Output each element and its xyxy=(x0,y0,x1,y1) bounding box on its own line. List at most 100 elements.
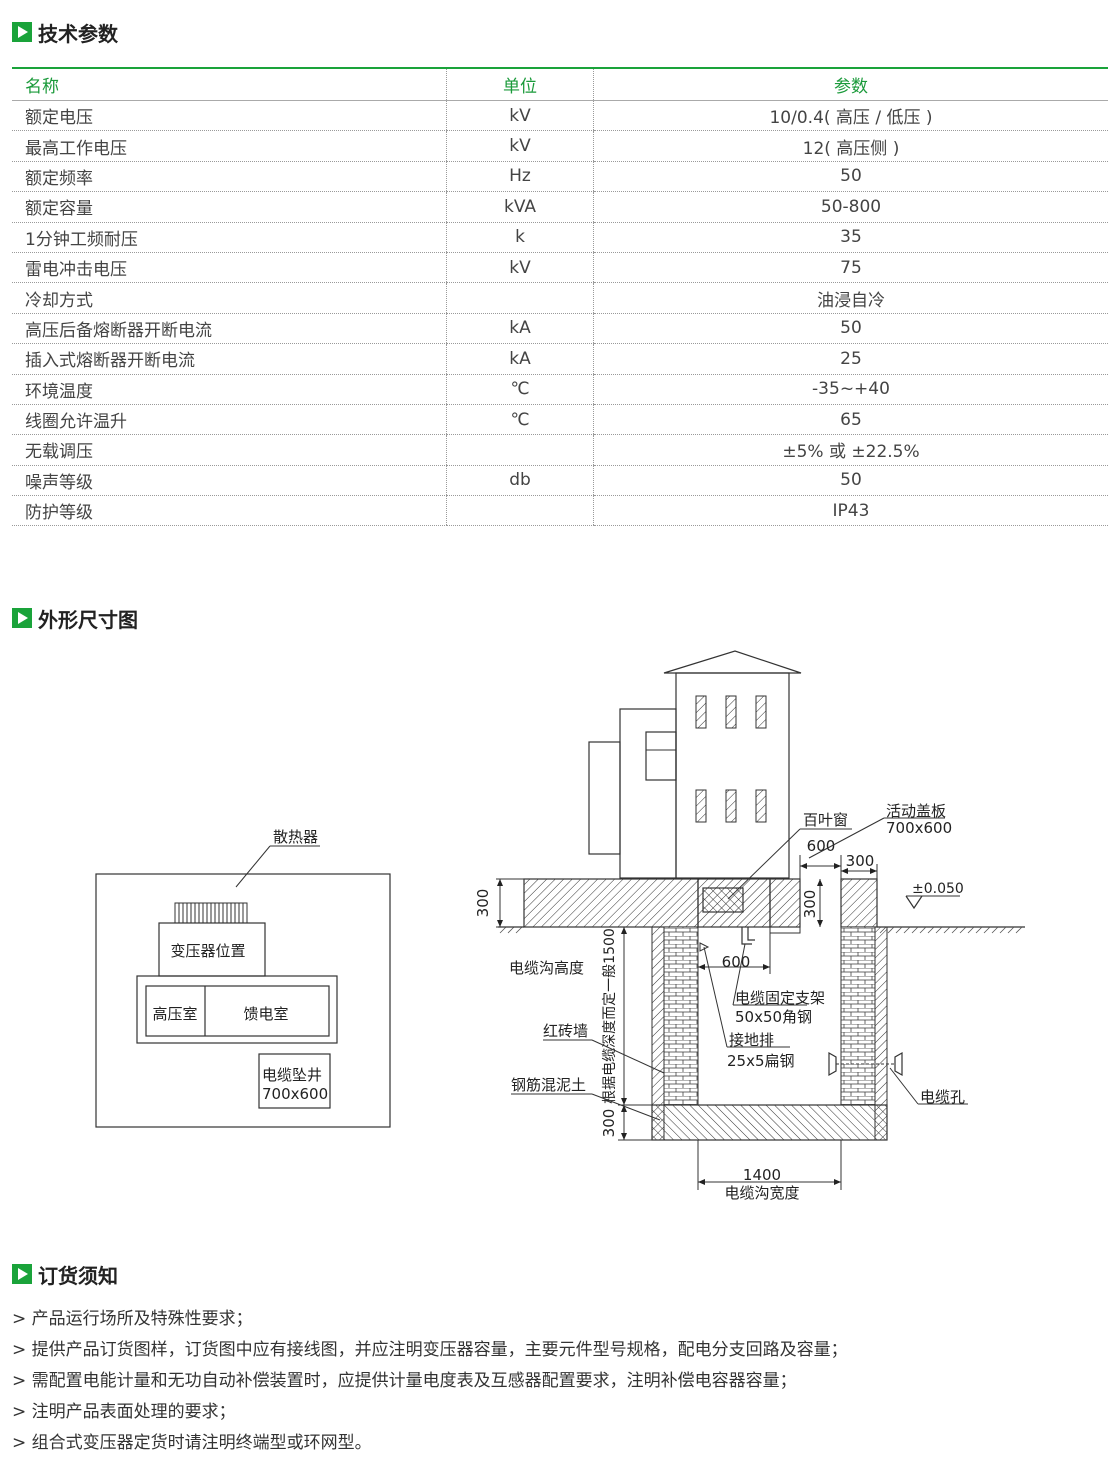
param-value-cell: 35 xyxy=(593,222,1108,253)
param-unit-cell xyxy=(446,282,594,314)
trench-width-label: 电缆沟宽度 xyxy=(724,1184,799,1200)
trench-height-label: 电缆沟高度 xyxy=(509,959,584,977)
bracket-label: 电缆固定支架 xyxy=(735,989,825,1007)
transformer-position-label: 变压器位置 xyxy=(170,942,245,960)
param-unit-cell: kV xyxy=(446,100,594,132)
param-name-cell: 冷却方式 xyxy=(12,282,447,314)
param-unit-cell: kV xyxy=(446,130,594,162)
hv-room-label: 高压室 xyxy=(152,1005,197,1023)
vent-louvers xyxy=(695,695,767,823)
param-value-cell: 油浸自冷 xyxy=(593,282,1108,314)
param-unit-cell: Hz xyxy=(446,161,594,193)
ground-bar-label: 接地排 xyxy=(729,1031,774,1049)
param-unit-cell: db xyxy=(446,465,594,497)
concrete-label: 钢筋混泥土 xyxy=(511,1076,586,1094)
param-value-cell: 50-800 xyxy=(593,191,1108,223)
param-unit-cell: kA xyxy=(446,313,594,345)
switchgear-inner xyxy=(145,985,330,1037)
param-value-cell: 50 xyxy=(593,161,1108,193)
play-arrow-icon xyxy=(12,608,32,628)
param-value-cell: 50 xyxy=(593,465,1108,497)
cable-hole-label: 电缆孔 xyxy=(920,1088,965,1106)
dim-300-mid: 300 xyxy=(801,890,819,919)
order-notes-list: > 产品运行场所及特殊性要求； > 提供产品订货图样，订货图中应有接线图，并应注… xyxy=(12,1304,848,1459)
play-arrow-icon xyxy=(12,1264,32,1284)
param-name-cell: 额定电压 xyxy=(12,100,447,132)
radiator-fins xyxy=(174,902,248,924)
param-name-cell: 无载调压 xyxy=(12,434,447,466)
param-name-cell: 插入式熔断器开断电流 xyxy=(12,343,447,375)
param-unit-cell: k xyxy=(446,222,594,253)
play-arrow-icon xyxy=(12,22,32,42)
radiator-label: 散热器 xyxy=(273,828,318,846)
param-name-cell: 环境温度 xyxy=(12,374,447,405)
param-name-cell: 最高工作电压 xyxy=(12,130,447,162)
section-title-order: 订货须知 xyxy=(12,1261,118,1288)
cable-pit-label: 电缆坠井 xyxy=(262,1066,322,1084)
bracket-spec: 50x50角钢 xyxy=(735,1008,812,1026)
table-row: 环境温度℃-35~+40 xyxy=(12,374,1108,405)
brick-wall-left xyxy=(663,926,699,1106)
dim-600-mid: 600 xyxy=(722,953,751,971)
list-item: > 需配置电能计量和无功自动补偿装置时，应提供计量电度表及互感器配置要求，注明补… xyxy=(12,1371,797,1391)
param-value-cell: 12( 高压侧 ) xyxy=(593,130,1108,162)
concrete-base xyxy=(651,1104,888,1141)
list-item: > 注明产品表面处理的要求； xyxy=(12,1402,236,1422)
dim-600-top: 600 xyxy=(807,837,836,855)
table-row: 防护等级 IP43 xyxy=(12,495,1108,527)
list-item: > 组合式变压器定货时请注明终端型或环网型。 xyxy=(12,1433,372,1453)
section-title-specs: 技术参数 xyxy=(12,19,118,46)
dim-300-top: 300 xyxy=(846,852,875,870)
dim-300-left: 300 xyxy=(474,889,492,918)
section-title-text: 技术参数 xyxy=(38,21,118,46)
param-name-cell: 噪声等级 xyxy=(12,465,447,497)
param-name-cell: 雷电冲击电压 xyxy=(12,252,447,284)
column-header-value: 参数 xyxy=(593,67,1108,101)
param-value-cell: ±5% 或 ±22.5% xyxy=(593,434,1108,466)
param-value-cell: IP43 xyxy=(593,495,1108,527)
section-view: ±0.050 600 300 300 百叶窗 活动盖板 700x600 300 … xyxy=(474,650,1025,1200)
param-value-cell: 50 xyxy=(593,313,1108,345)
cable-pit-size: 700x600 xyxy=(262,1085,328,1103)
section-title-text: 外形尺寸图 xyxy=(38,607,138,632)
ground-bar-spec: 25x5扁钢 xyxy=(727,1052,795,1070)
plan-outline xyxy=(95,873,391,1128)
param-unit-cell: ℃ xyxy=(446,374,594,405)
section-title-dims: 外形尺寸图 xyxy=(12,605,138,632)
cover-size: 700x600 xyxy=(886,819,952,837)
param-name-cell: 线圈允许温升 xyxy=(12,404,447,436)
louver-opening xyxy=(702,887,744,913)
plan-view: 变压器位置 高压室 馈电室 电缆坠井 700x600 散热器 xyxy=(95,828,391,1128)
louver-label: 百叶窗 xyxy=(803,811,848,829)
param-name-cell: 防护等级 xyxy=(12,495,447,527)
param-name-cell: 额定容量 xyxy=(12,191,447,223)
table-row: 冷却方式 油浸自冷 xyxy=(12,282,1108,314)
param-unit-cell: kVA xyxy=(446,191,594,223)
param-value-cell: 25 xyxy=(593,343,1108,375)
dim-300-bottom: 300 xyxy=(600,1109,618,1138)
trench-height-note: 根据电缆深度而定一般1500 xyxy=(602,928,618,1104)
param-unit-cell xyxy=(446,495,594,527)
param-name-cell: 1分钟工频耐压 xyxy=(12,222,447,253)
cable-pit-box xyxy=(258,1053,331,1109)
param-unit-cell xyxy=(446,434,594,466)
feeder-room-label: 馈电室 xyxy=(243,1005,288,1023)
switchgear-outer xyxy=(136,975,338,1044)
param-name-cell: 额定频率 xyxy=(12,161,447,193)
brick-wall-label: 红砖墙 xyxy=(543,1022,588,1040)
param-value-cell: 10/0.4( 高压 / 低压 ) xyxy=(593,100,1108,132)
brick-wall-right xyxy=(840,926,876,1106)
list-item: > 产品运行场所及特殊性要求； xyxy=(12,1309,253,1329)
table-row: 无载调压 ±5% 或 ±22.5% xyxy=(12,434,1108,466)
cover-label: 活动盖板 xyxy=(886,802,946,820)
section-title-text: 订货须知 xyxy=(38,1263,118,1288)
